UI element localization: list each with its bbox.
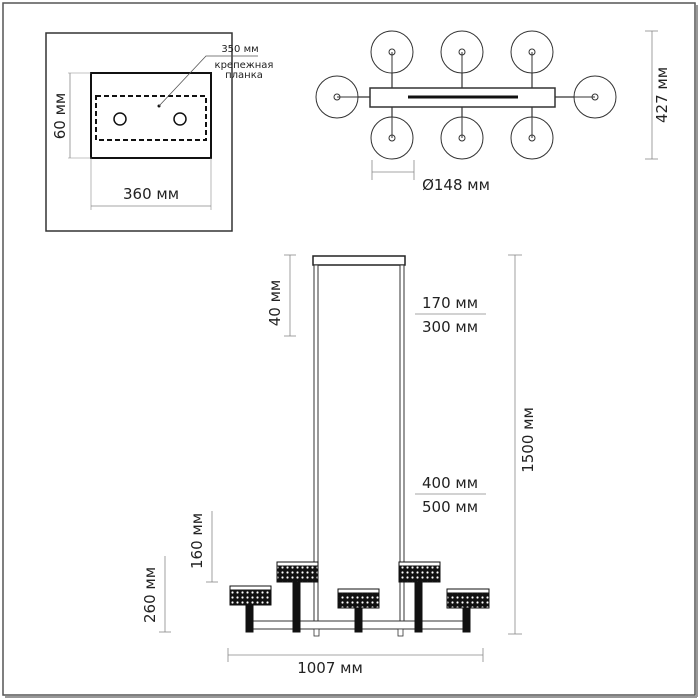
canopy bbox=[312, 255, 406, 266]
screw-hole bbox=[173, 112, 187, 126]
top-shades bbox=[315, 30, 617, 160]
plate-label-line1: крепежная bbox=[215, 60, 274, 71]
mounting-plate-outline bbox=[95, 95, 207, 141]
upper-max-label: 300 мм bbox=[422, 318, 478, 336]
canopy-width-label: 360 мм bbox=[123, 185, 179, 203]
canopy-height-dim: 40 мм bbox=[266, 280, 284, 327]
inner-arm-height-label: 160 мм bbox=[188, 513, 206, 569]
canopy-height-label: 60 мм bbox=[51, 93, 69, 140]
shade-diameter-label: Ø148 мм bbox=[422, 176, 490, 194]
total-width-label: 1007 мм bbox=[297, 659, 363, 677]
shades bbox=[229, 561, 490, 633]
canopy-outline bbox=[90, 72, 212, 159]
plate-width-label: 350 мм bbox=[221, 44, 258, 55]
screw-hole bbox=[113, 112, 127, 126]
upper-min-label: 170 мм bbox=[422, 294, 478, 312]
inset-frame bbox=[45, 32, 233, 232]
top-view bbox=[315, 30, 658, 180]
leader-line bbox=[158, 55, 258, 107]
lower-max-label: 500 мм bbox=[422, 498, 478, 516]
front-view bbox=[159, 254, 522, 662]
lower-min-label: 400 мм bbox=[422, 474, 478, 492]
plate-label-line2: планка bbox=[225, 70, 263, 81]
top-view-height-label: 427 мм bbox=[653, 67, 671, 123]
outer-arm-height-label: 260 мм bbox=[141, 567, 159, 623]
total-height-label: 1500 мм bbox=[519, 407, 537, 473]
mount-plate-view: 350 мм крепежная планка 60 мм 360 мм bbox=[45, 32, 274, 232]
